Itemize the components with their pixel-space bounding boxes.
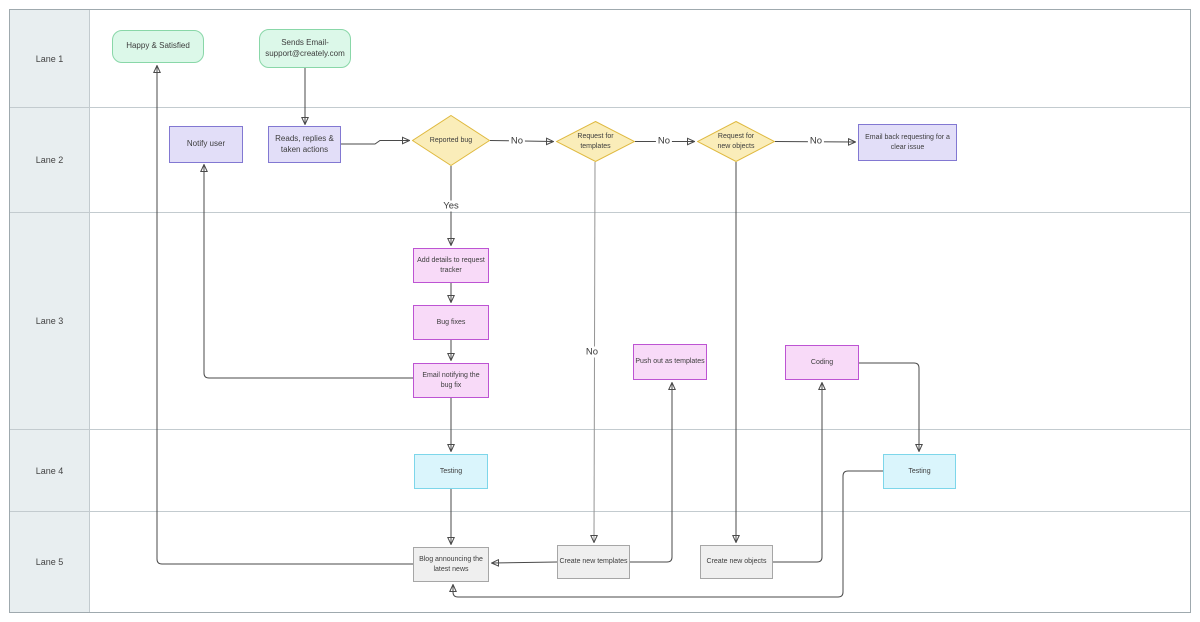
node-label: Coding xyxy=(810,358,834,366)
lane-3-label[interactable]: Lane 3 xyxy=(10,213,90,429)
edge-label-no-4: No xyxy=(583,346,601,358)
node-label: Reads, replies & taken actions xyxy=(275,134,334,154)
node-label: Sends Email- support@creately.com xyxy=(265,38,345,58)
node-label: Blog announcing the latest news xyxy=(419,556,483,573)
lane-5-label[interactable]: Lane 5 xyxy=(10,512,90,612)
lane-5-body xyxy=(90,512,1190,612)
node-email-back[interactable]: Email back requesting for a clear issue xyxy=(858,124,957,161)
node-label: Email notifying the bug fix xyxy=(422,372,480,389)
lane-3: Lane 3 xyxy=(10,213,1190,430)
node-label: Testing xyxy=(908,467,931,475)
lane-3-body xyxy=(90,213,1190,429)
lane-4: Lane 4 xyxy=(10,430,1190,512)
node-request-new-objects-decision[interactable]: Request for new objects xyxy=(697,121,775,162)
node-label: Create new templates xyxy=(559,558,628,566)
diamond-shape xyxy=(412,115,490,166)
node-label: Bug fixes xyxy=(436,318,466,326)
node-create-new-templates[interactable]: Create new templates xyxy=(557,545,630,579)
node-label: Testing xyxy=(439,467,463,475)
lane-2-label[interactable]: Lane 2 xyxy=(10,108,90,212)
node-push-out-templates[interactable]: Push out as templates xyxy=(633,344,707,380)
node-label: Push out as templates xyxy=(635,358,705,366)
edge-label-no-3: No xyxy=(807,135,825,147)
diamond-shape xyxy=(697,121,775,162)
node-label: Happy & Satisfied xyxy=(126,41,190,51)
node-label: Email back requesting for a clear issue xyxy=(865,134,950,151)
node-coding[interactable]: Coding xyxy=(785,345,859,380)
node-email-notify[interactable]: Email notifying the bug fix xyxy=(413,363,489,398)
node-notify-user[interactable]: Notify user xyxy=(169,126,243,163)
node-request-templates-decision[interactable]: Request for templates xyxy=(556,121,635,162)
node-label: Notify user xyxy=(186,139,226,149)
edge-label-no-2: No xyxy=(655,135,673,147)
edge-label-yes: Yes xyxy=(441,200,461,212)
diamond-shape xyxy=(556,121,635,162)
lane-4-body xyxy=(90,430,1190,511)
lane-4-label[interactable]: Lane 4 xyxy=(10,430,90,511)
lane-2-body xyxy=(90,108,1190,212)
swimlane-frame: Lane 1 Lane 2 Lane 3 Lane 4 Lane 5 xyxy=(9,9,1191,613)
node-reported-bug-decision[interactable]: Reported bug xyxy=(412,115,490,166)
node-sends-email[interactable]: Sends Email- support@creately.com xyxy=(259,29,351,68)
node-add-details[interactable]: Add details to request tracker xyxy=(413,248,489,283)
node-label: Reported bug xyxy=(429,136,473,144)
node-testing-left[interactable]: Testing xyxy=(414,454,488,489)
node-blog-announcing[interactable]: Blog announcing the latest news xyxy=(413,547,489,582)
node-label: Create new objects xyxy=(706,558,767,566)
node-create-new-objects[interactable]: Create new objects xyxy=(700,545,773,579)
lane-1-body xyxy=(90,10,1190,107)
node-label: Request for templates xyxy=(577,133,614,150)
node-happy-satisfied[interactable]: Happy & Satisfied xyxy=(112,30,204,63)
node-testing-right[interactable]: Testing xyxy=(883,454,956,489)
lane-1-label[interactable]: Lane 1 xyxy=(10,10,90,107)
node-bug-fixes[interactable]: Bug fixes xyxy=(413,305,489,340)
node-label: Add details to request tracker xyxy=(417,257,485,274)
node-label: Request for new objects xyxy=(717,133,755,150)
edge-label-no-1: No xyxy=(508,135,526,147)
node-reads-replies[interactable]: Reads, replies & taken actions xyxy=(268,126,341,163)
